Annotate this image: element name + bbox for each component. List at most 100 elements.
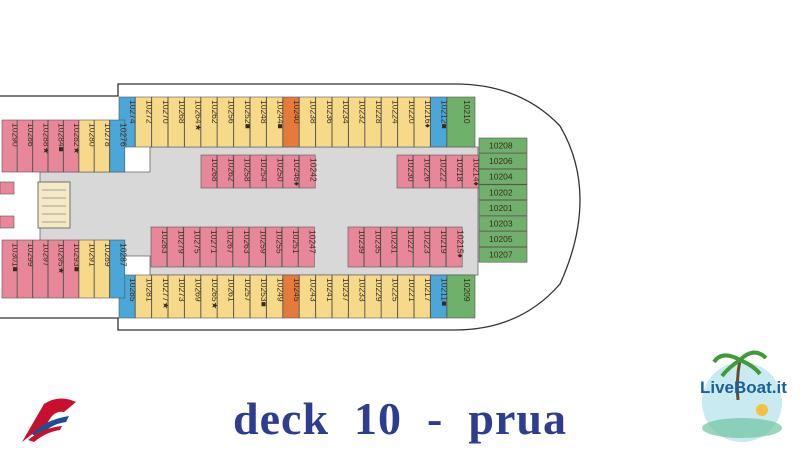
cabin-10271 <box>199 226 217 268</box>
cabin-label: 10223 <box>423 230 433 254</box>
cabin-label: 10277★ <box>161 278 171 310</box>
cabin-label: 10228 <box>374 100 384 124</box>
cabin-10278 <box>94 119 110 173</box>
cabin-label: 10231 <box>390 230 400 254</box>
cabin-10258 <box>233 154 250 189</box>
cabin-label: 10262 <box>210 100 220 124</box>
cabin-10259 <box>249 226 266 268</box>
cabin-10235 <box>364 226 381 268</box>
cabin-label: 10235 <box>373 230 383 254</box>
cabin-10207 <box>478 246 528 263</box>
cabin-label: 10243 <box>308 278 318 302</box>
cabin-10245 <box>282 274 300 319</box>
cabin-label: 10289 <box>103 243 113 267</box>
cabin-10241 <box>315 274 333 319</box>
cabin-10221 <box>397 274 415 319</box>
cabin-label: 10215♦ <box>455 230 465 259</box>
cabin-label: 10210 <box>462 100 472 124</box>
cabin-label: 10283 <box>160 230 170 254</box>
cabin-label: 10222 <box>439 158 449 182</box>
cabin-10239 <box>347 226 365 268</box>
cabin-label: 10234 <box>341 100 351 124</box>
cabin-10290 <box>1 119 18 173</box>
cabin-10230 <box>396 154 414 189</box>
cabin-label: 10299 <box>26 243 36 267</box>
cabin-10202 <box>478 184 528 201</box>
cabin-10255 <box>265 226 282 268</box>
cabin-10243 <box>299 274 316 319</box>
cabin-10281 <box>135 274 152 319</box>
cabin-label: 10201 <box>489 203 513 213</box>
liveboat-logo-text: LiveBoat.it <box>700 378 787 397</box>
cabin-10264 <box>184 96 201 148</box>
cabin-label: 10236 <box>325 100 335 124</box>
cabin-10209 <box>446 274 476 319</box>
cabin-label: 10217 <box>423 278 433 302</box>
cabin-10246 <box>282 154 300 189</box>
cabin-10251 <box>281 226 299 268</box>
cabin-label: 10251 <box>291 230 301 254</box>
cabin-label: 10290 <box>11 123 21 147</box>
cabin-label: 10272 <box>144 100 154 124</box>
cabin-label: 10207 <box>489 250 513 260</box>
cabin-label: 10232 <box>358 100 368 124</box>
cabin-label: 10221 <box>407 278 417 302</box>
cabin-label: 10295★ <box>57 243 67 275</box>
cabin-label: 10248 <box>259 100 269 124</box>
cabin-10273 <box>167 274 185 319</box>
carnival-funnel-logo <box>22 398 76 442</box>
cabin-10275 <box>183 226 200 268</box>
cabin-label: 10281 <box>144 278 154 302</box>
cabin-label: 10259 <box>258 230 268 254</box>
cabin-label: 10241 <box>325 278 335 302</box>
cabin-10214 <box>462 154 479 189</box>
cabin-label: 10247 <box>308 230 318 254</box>
cabin-10248 <box>249 96 267 148</box>
cabin-10201 <box>478 200 528 216</box>
cabin-10299 <box>17 239 33 299</box>
page-title: deck 10 - prua <box>233 393 567 444</box>
cabin-10267 <box>216 226 233 268</box>
cabin-10256 <box>217 96 234 148</box>
cabin-label: 10249 <box>276 278 286 302</box>
cabin-label: 10233 <box>358 278 368 302</box>
cabin-10280 <box>78 119 95 173</box>
cabin-10226 <box>413 154 430 189</box>
cabin-label: 10269 <box>194 278 204 302</box>
cabin-label: 10202 <box>489 187 513 197</box>
cabin-label: 10237 <box>341 278 351 302</box>
cabin-10286 <box>17 119 33 173</box>
liveboat-logo <box>702 350 782 442</box>
cabin-10225 <box>381 274 398 319</box>
cabin-label: 10218 <box>455 158 465 182</box>
cabin-10291 <box>78 239 95 299</box>
cabin-10262 <box>200 96 218 148</box>
cabin-label: 10214♦ <box>472 158 482 187</box>
cabin-10297 <box>32 239 49 299</box>
cabin-label: 10240 <box>292 100 302 124</box>
cabin-label: 10261 <box>226 278 236 302</box>
cabin-10218 <box>445 154 463 189</box>
cabin-10237 <box>331 274 349 319</box>
cabin-label: 10262 <box>226 158 236 182</box>
cabin-label: 10250 <box>276 158 286 182</box>
cabin-10212 <box>430 96 447 148</box>
cabin-label: 10203 <box>489 219 513 229</box>
cabin-label: 10301■ <box>11 243 21 272</box>
cabin-10231 <box>380 226 397 268</box>
cabin-10216 <box>413 96 431 148</box>
cabin-label: 10275 <box>193 230 203 254</box>
cabin-label: 10288★ <box>41 123 51 155</box>
cabin-label: 10268 <box>210 158 220 182</box>
cabin-10262 <box>217 154 234 189</box>
cabin-10272 <box>135 96 152 148</box>
cabin-label: 10291 <box>88 243 98 267</box>
cabin-label: 10285 <box>128 278 138 302</box>
cabin-label: 10229 <box>374 278 384 302</box>
cabin-10283 <box>150 226 168 268</box>
cabin-10217 <box>413 274 431 319</box>
cabin-label: 10205 <box>489 234 513 244</box>
cabin-label: 10211■ <box>440 278 450 306</box>
cabin-10289 <box>94 239 110 299</box>
